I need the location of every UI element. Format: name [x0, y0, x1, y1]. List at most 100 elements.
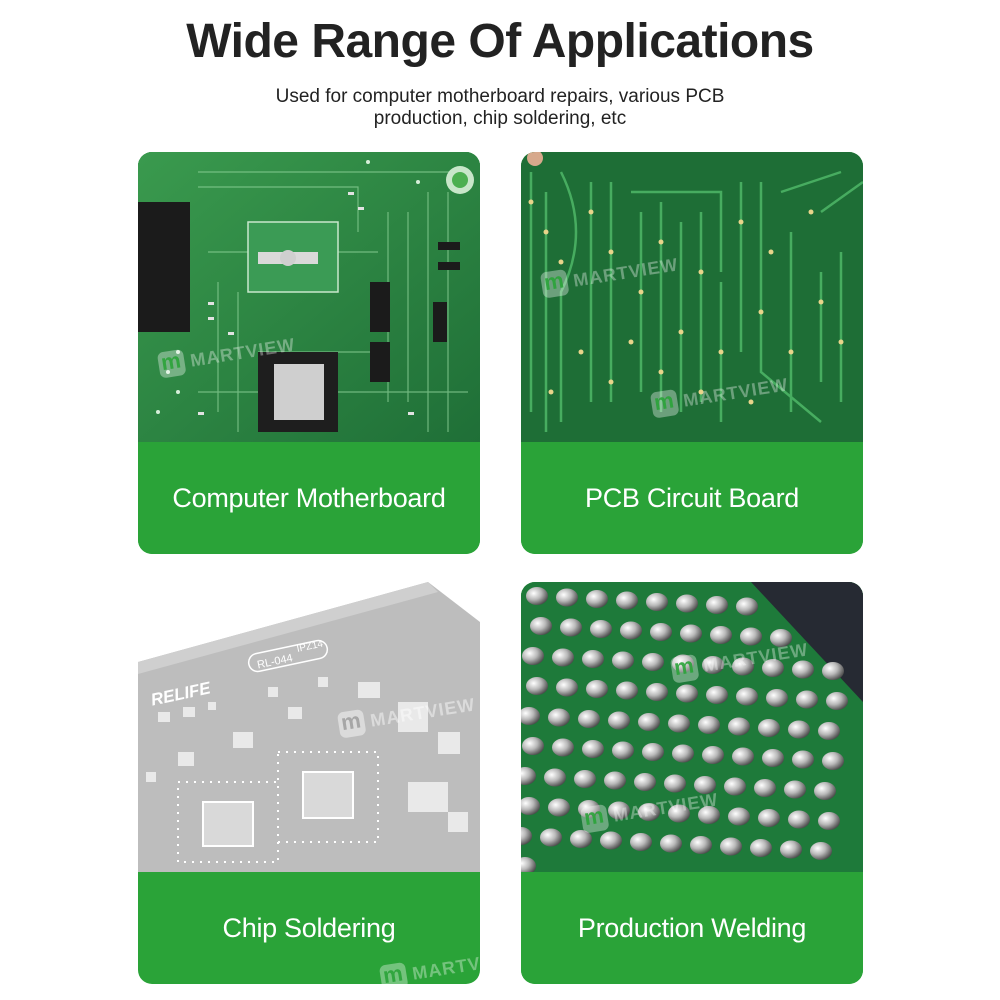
- card-label: Chip Soldering: [138, 872, 480, 984]
- solder-ball: [706, 686, 728, 704]
- solder-ball: [720, 837, 742, 856]
- solder-ball: [826, 692, 848, 710]
- solder-ball: [642, 743, 664, 761]
- solder-ball: [634, 773, 656, 791]
- solder-ball: [694, 776, 716, 794]
- solder-ball: [578, 710, 600, 728]
- solder-ball: [586, 590, 608, 608]
- solder-ball: [616, 681, 638, 700]
- solder-ball: [526, 677, 548, 695]
- solder-ball: [560, 618, 582, 637]
- solder-ball: [616, 591, 638, 610]
- solder-ball: [728, 717, 750, 736]
- relife-stencil-photo: RL-044 IPZ14 RELIFE: [138, 582, 480, 872]
- solder-ball: [724, 777, 746, 796]
- solder-ball: [784, 780, 806, 799]
- solder-ball: [540, 828, 562, 847]
- solder-ball: [646, 593, 668, 611]
- solder-ball: [612, 651, 634, 670]
- solder-ball: [762, 659, 784, 677]
- solder-ball: [814, 782, 836, 800]
- solder-ball: [810, 842, 832, 860]
- solder-ball: [604, 771, 626, 790]
- solder-ball: [521, 767, 536, 785]
- solder-ball: [612, 741, 634, 760]
- solder-ball: [642, 653, 664, 671]
- solder-ball: [758, 809, 780, 827]
- card-computer-motherboard: MARTVIEW MARTVIEW Computer Motherboard: [138, 152, 480, 554]
- solder-ball: [590, 620, 612, 638]
- solder-ball: [548, 708, 570, 727]
- solder-ball: [732, 747, 754, 766]
- solder-ball: [582, 740, 604, 758]
- solder-ball: [556, 588, 578, 607]
- card-chip-soldering: RL-044 IPZ14 RELIFE: [138, 582, 480, 984]
- solder-ball: [698, 806, 720, 824]
- solder-ball: [574, 770, 596, 788]
- solder-ball: [710, 626, 732, 644]
- solder-ball: [770, 629, 792, 647]
- solder-ball: [736, 687, 758, 706]
- computer-motherboard-photo: [138, 152, 480, 442]
- solder-ball: [672, 744, 694, 763]
- solder-ball: [578, 800, 600, 818]
- subtitle-line-2: production, chip soldering, etc: [373, 108, 627, 129]
- solder-ball: [766, 689, 788, 707]
- solder-ball: [552, 738, 574, 757]
- solder-ball: [822, 752, 844, 770]
- solder-ball-grid-photo: [521, 582, 863, 872]
- solder-ball: [548, 798, 570, 817]
- solder-ball: [530, 617, 552, 635]
- solder-ball: [668, 714, 690, 733]
- solder-ball: [660, 834, 682, 853]
- solder-ball: [676, 684, 698, 703]
- solder-ball: [762, 749, 784, 767]
- solder-ball: [521, 797, 540, 815]
- solder-ball: [521, 707, 540, 725]
- solder-ball: [676, 594, 698, 613]
- solder-ball: [792, 660, 814, 679]
- page-subtitle: Used for computer motherboard repairs, v…: [250, 86, 750, 130]
- solder-ball: [780, 840, 802, 859]
- solder-ball: [522, 647, 544, 665]
- solder-ball: [788, 720, 810, 739]
- solder-ball: [630, 833, 652, 851]
- solder-ball: [526, 587, 548, 605]
- card-label: PCB Circuit Board: [521, 442, 863, 554]
- solder-ball: [690, 836, 712, 854]
- card-pcb-circuit-board: MARTVIEW MARTVIEW MARTVIEW PCB Circuit B…: [521, 152, 863, 554]
- solder-ball: [638, 803, 660, 821]
- card-production-welding: MARTVIEW MARTVIEW MARTVIEW Production We…: [521, 582, 863, 984]
- solder-ball: [570, 830, 592, 848]
- solder-ball: [706, 596, 728, 614]
- page-title: Wide Range Of Applications: [186, 15, 814, 68]
- subtitle-line-1: Used for computer motherboard repairs, v…: [275, 86, 725, 107]
- solder-ball: [552, 648, 574, 667]
- solder-ball: [668, 804, 690, 823]
- solder-ball: [750, 839, 772, 857]
- solder-ball: [620, 621, 642, 640]
- solder-ball: [521, 857, 536, 872]
- solder-ball: [728, 807, 750, 826]
- solder-ball: [680, 624, 702, 643]
- solder-ball: [586, 680, 608, 698]
- solder-ball: [600, 831, 622, 850]
- solder-ball: [672, 654, 694, 673]
- solder-ball: [556, 678, 578, 697]
- solder-ball: [732, 657, 754, 676]
- solder-ball: [796, 690, 818, 709]
- solder-ball: [522, 737, 544, 755]
- solder-ball: [608, 801, 630, 820]
- solder-ball: [740, 627, 762, 646]
- solder-ball: [646, 683, 668, 701]
- solder-ball: [664, 774, 686, 793]
- solder-ball: [638, 713, 660, 731]
- solder-ball: [822, 662, 844, 680]
- solder-ball: [521, 827, 532, 845]
- solder-ball: [818, 812, 840, 830]
- solder-ball: [702, 746, 724, 764]
- solder-ball: [582, 650, 604, 668]
- solder-ball: [792, 750, 814, 769]
- solder-ball: [758, 719, 780, 737]
